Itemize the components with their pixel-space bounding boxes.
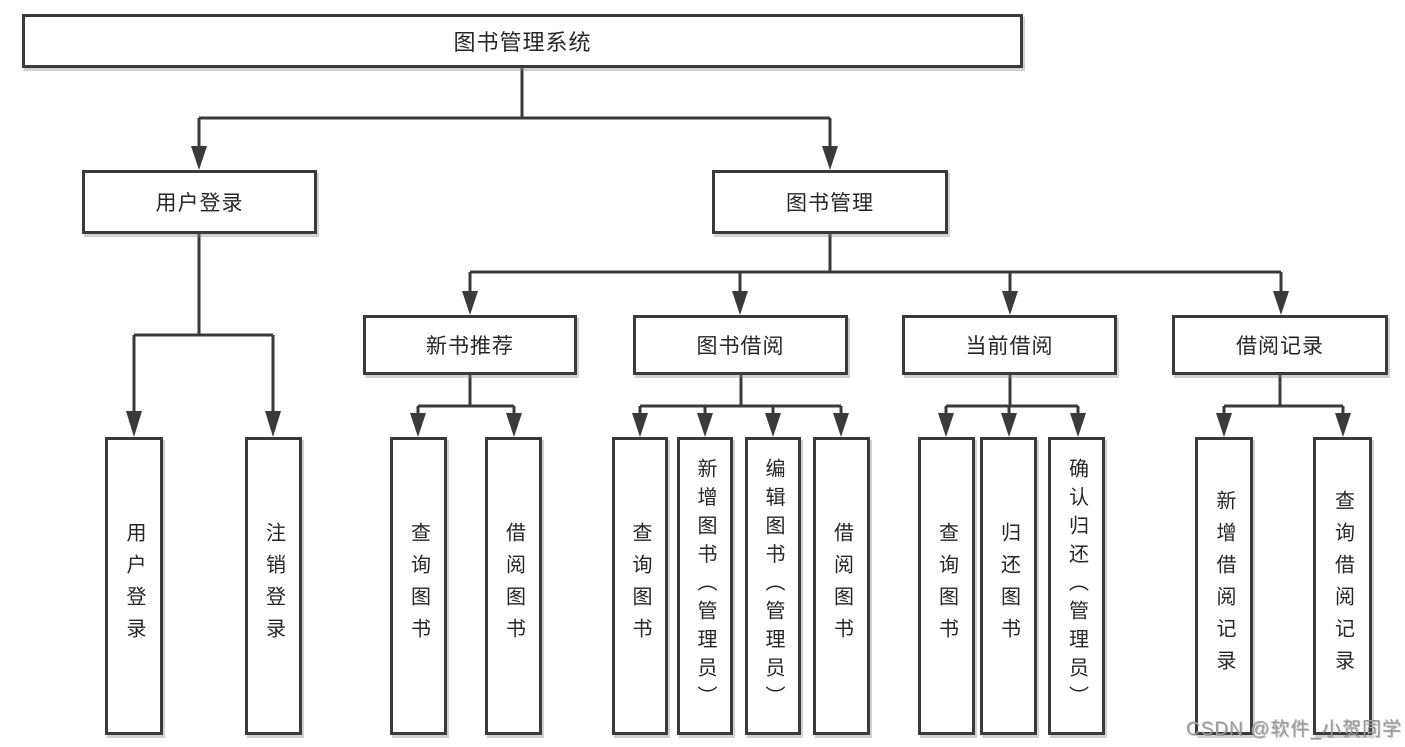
node-book-management: 图书管理: [712, 170, 948, 234]
leaf-confirm-return-admin: 确认归还（管理员）: [1048, 437, 1105, 735]
node-label: 确认归还（管理员）: [1065, 458, 1088, 714]
node-label: 查询图书: [629, 522, 651, 650]
leaf-add-borrow-record: 新增借阅记录: [1195, 437, 1253, 735]
node-label: 新书推荐: [426, 335, 514, 358]
leaf-query-book-current: 查询图书: [918, 437, 975, 735]
node-label: 借阅图书: [502, 522, 525, 650]
node-label: 图书管理系统: [453, 30, 592, 55]
node-label: 当前借阅: [965, 335, 1054, 358]
leaf-user-login: 用户登录: [105, 437, 163, 735]
leaf-query-borrow-record: 查询借阅记录: [1313, 437, 1372, 735]
node-label: 借阅记录: [1236, 335, 1324, 358]
node-label: 新增图书（管理员）: [694, 458, 716, 714]
node-label: 查询借阅记录: [1331, 490, 1354, 682]
node-label: 用户登录: [123, 522, 145, 650]
node-label: 图书管理: [786, 192, 874, 215]
node-label: 查询图书: [407, 522, 430, 650]
node-label: 查询图书: [935, 522, 958, 650]
leaf-query-book-recommend: 查询图书: [390, 437, 447, 735]
node-label: 用户登录: [155, 192, 244, 215]
node-book-borrow: 图书借阅: [633, 315, 848, 375]
node-label: 图书借阅: [696, 335, 785, 358]
leaf-query-book-borrow: 查询图书: [612, 437, 668, 735]
leaf-borrow-book-recommend: 借阅图书: [485, 437, 542, 735]
node-label: 注销登录: [262, 522, 285, 650]
node-label: 编辑图书（管理员）: [762, 458, 784, 714]
node-root-system: 图书管理系统: [22, 14, 1023, 68]
node-new-book-recommend: 新书推荐: [363, 315, 577, 375]
node-label: 归还图书: [997, 522, 1020, 650]
leaf-return-book: 归还图书: [980, 437, 1037, 735]
node-label: 新增借阅记录: [1213, 490, 1235, 682]
node-borrow-records: 借阅记录: [1172, 315, 1388, 375]
leaf-edit-book-admin: 编辑图书（管理员）: [745, 437, 801, 735]
leaf-add-book-admin: 新增图书（管理员）: [677, 437, 733, 735]
node-user-login: 用户登录: [82, 170, 317, 234]
csdn-watermark: CSDN @软件_小贺同学: [1186, 719, 1402, 740]
node-current-borrow: 当前借阅: [902, 315, 1117, 375]
leaf-borrow-book: 借阅图书: [813, 437, 870, 735]
leaf-logout: 注销登录: [245, 437, 302, 735]
node-label: 借阅图书: [830, 522, 853, 650]
